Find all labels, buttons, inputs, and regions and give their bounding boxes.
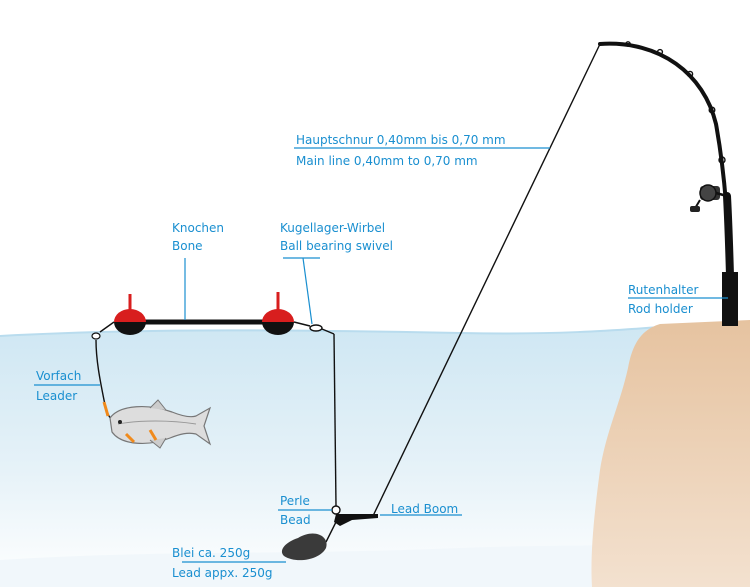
river-bank <box>591 320 750 587</box>
swivel-label-de: Kugellager-Wirbel <box>280 221 386 235</box>
float-icon <box>262 292 294 335</box>
rod-guide <box>718 156 726 164</box>
rod-guide <box>708 106 716 114</box>
swivel-label-en: Ball bearing swivel <box>280 239 393 253</box>
river-bed <box>0 540 660 587</box>
main-line-label-de: Hauptschnur 0,40mm bis 0,70 mm <box>296 133 506 147</box>
lead-weight-icon <box>281 533 327 561</box>
rod-guide <box>625 41 631 47</box>
rod-holder-label-de: Rutenhalter <box>628 283 699 297</box>
lead-label-en: Lead appx. 250g <box>172 566 273 580</box>
rod-holder-post <box>722 272 738 326</box>
rod-holder-label-en: Rod holder <box>628 302 693 316</box>
leader-label-de: Vorfach <box>36 369 82 383</box>
main-line-label-en: Main line 0,40mm to 0,70 mm <box>296 154 478 168</box>
water-body <box>0 327 660 587</box>
fish-icon <box>109 399 212 449</box>
fishing-rod-icon <box>598 41 732 278</box>
bone-label-en: Bone <box>172 239 203 253</box>
label-pointers <box>34 147 728 563</box>
float-icon <box>114 294 146 335</box>
rod-guide <box>656 48 664 56</box>
rig-line <box>333 333 337 507</box>
lead-boom-icon <box>334 514 378 526</box>
bead-label-en: Bead <box>280 513 311 527</box>
rod-guide <box>686 70 694 78</box>
bead-label-de: Perle <box>280 494 310 508</box>
bone-label-de: Knochen <box>172 221 225 235</box>
bead-icon <box>331 505 341 515</box>
leader-label-en: Leader <box>36 389 78 403</box>
swivel-icon <box>293 321 335 335</box>
lead-label-de: Blei ca. 250g <box>172 546 251 560</box>
reel-icon <box>690 184 728 212</box>
main-line <box>371 43 601 519</box>
leader-line <box>91 321 115 421</box>
lead-boom-label: Lead Boom <box>391 502 459 516</box>
